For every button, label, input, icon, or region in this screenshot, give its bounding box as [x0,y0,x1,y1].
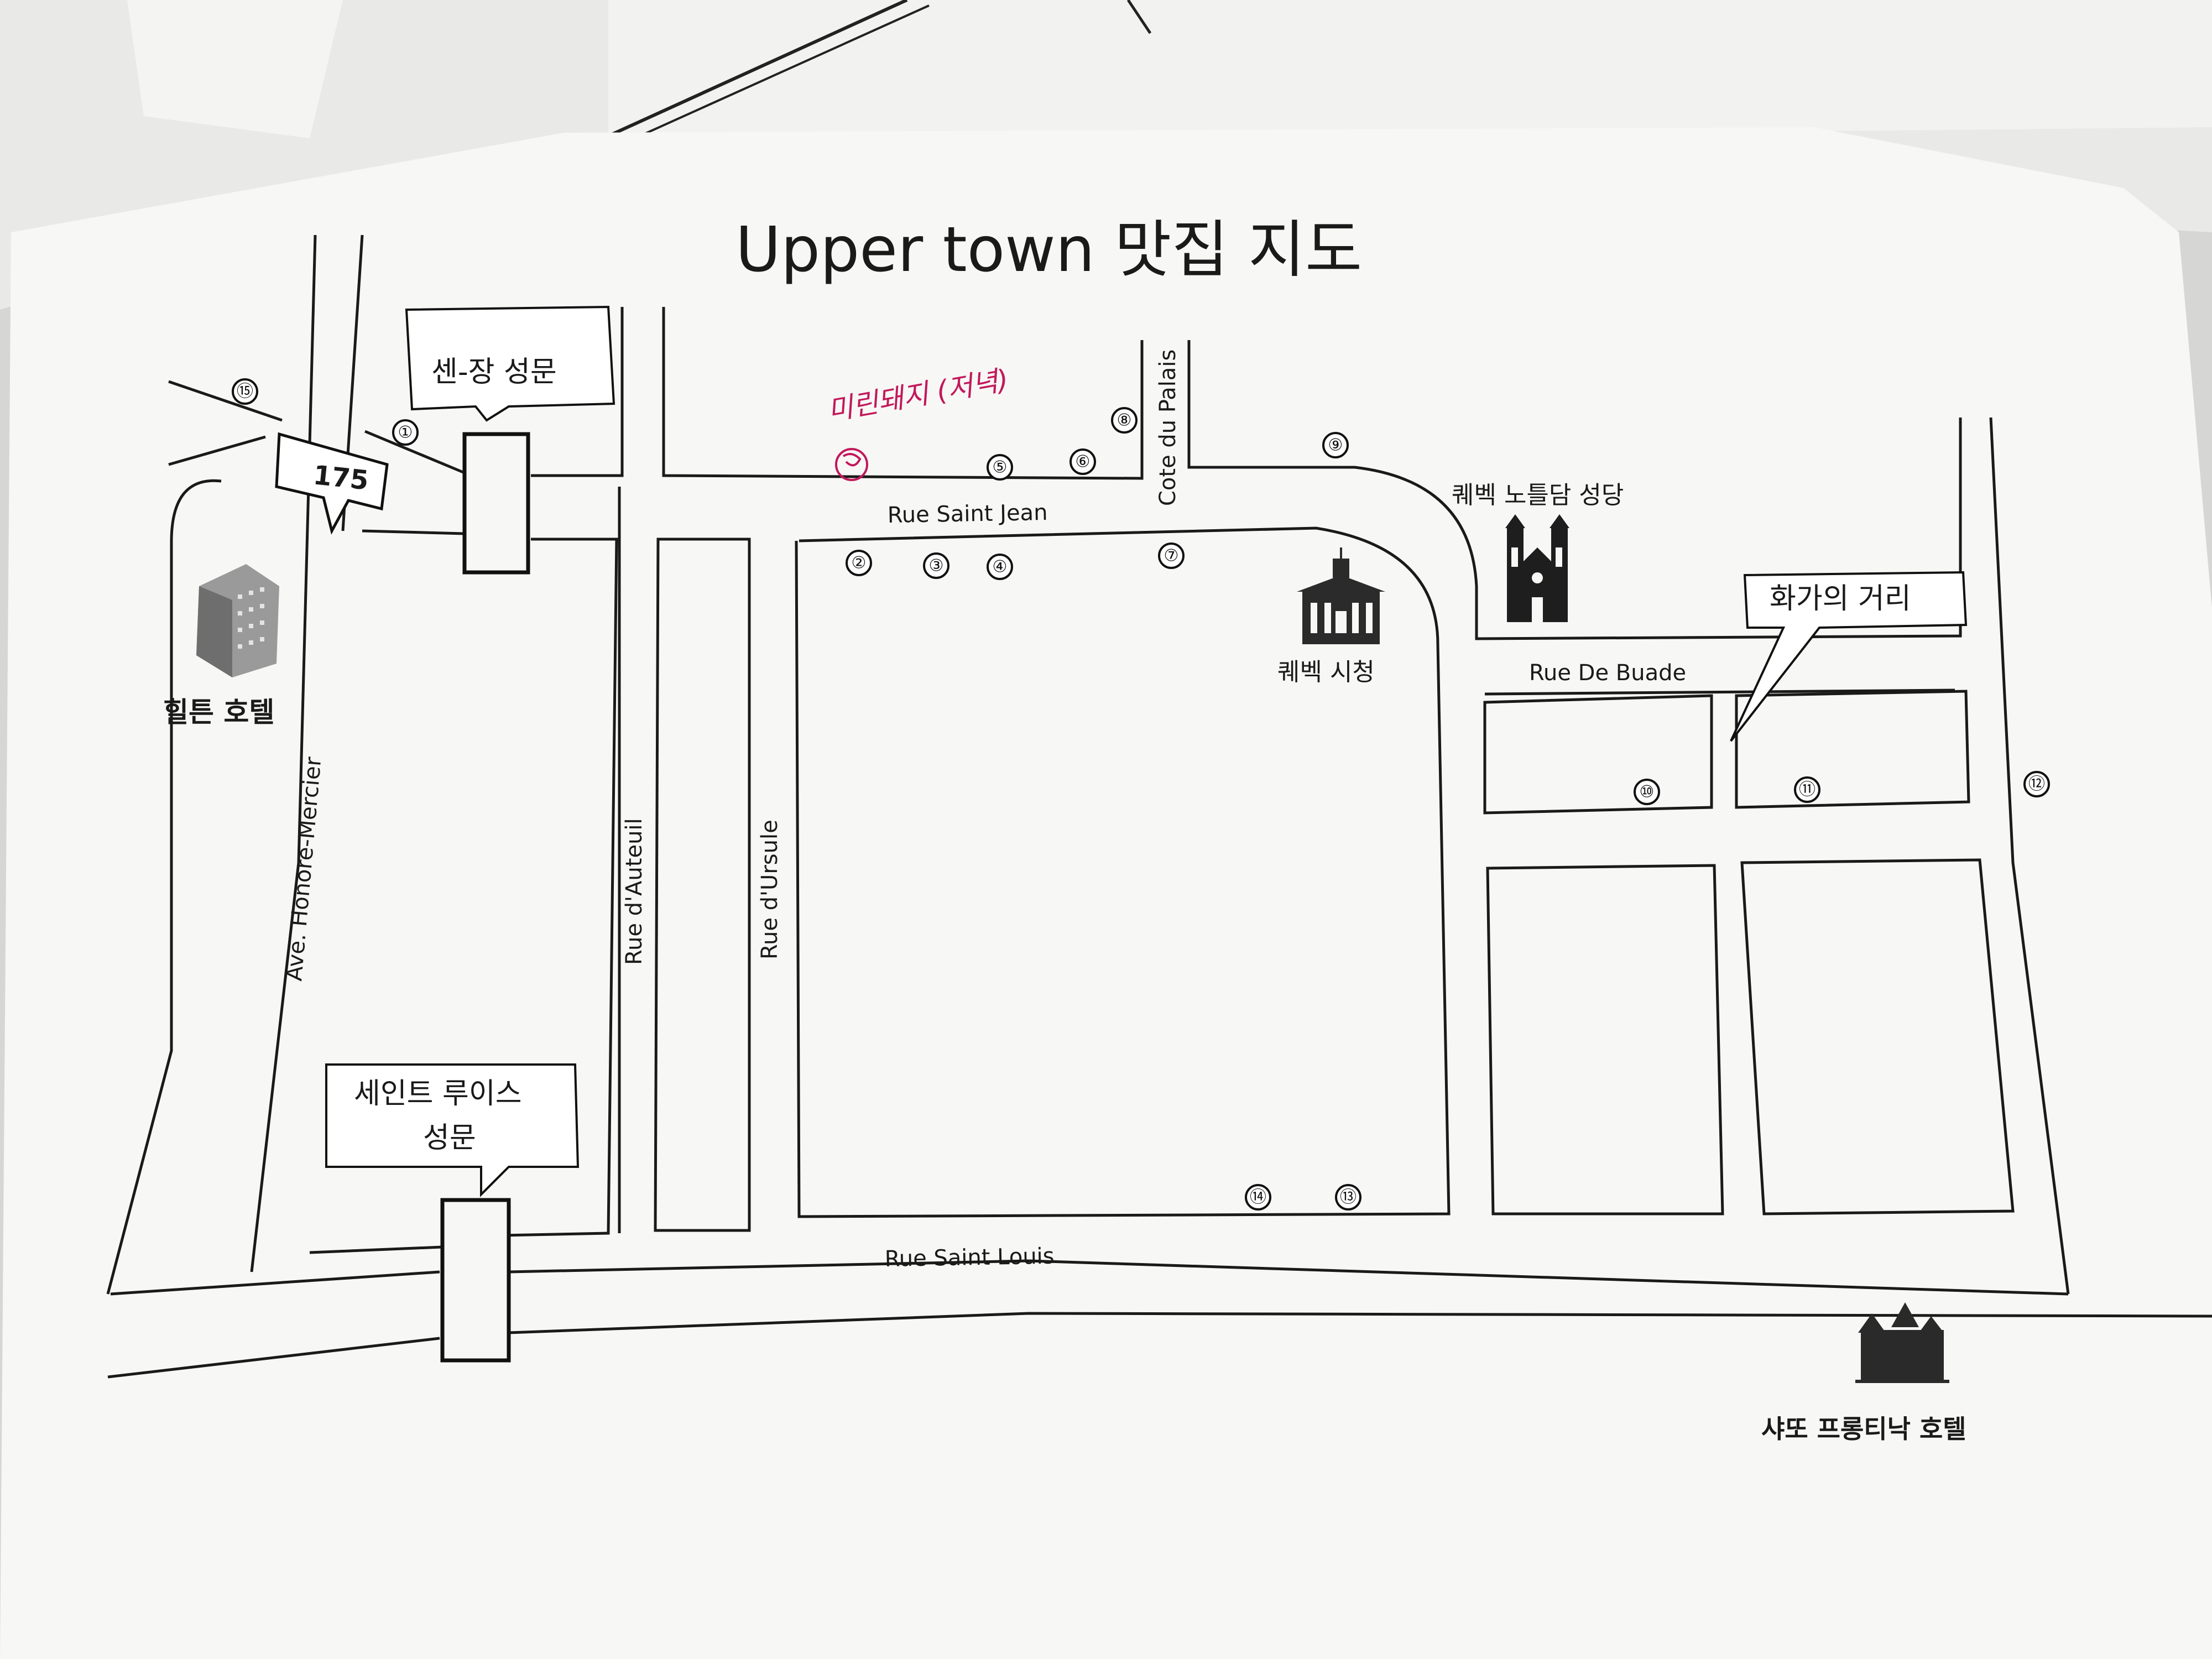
artists-street-label: 화가의 거리 [1770,582,1911,615]
city-hall-icon [1297,547,1385,644]
street-lines [106,234,2212,1379]
marker-10: ⑩ [1634,779,1660,805]
label-rue-de-buade: Rue De Buade [1529,660,1686,686]
marker-12: ⑫ [2023,771,2050,797]
chateau-frontenac-label: 샤또 프롱티낙 호텔 [1761,1414,1966,1444]
svg-text:⑬: ⑬ [1340,1188,1357,1207]
route-175-number: 175 [312,460,371,496]
marker-14: ⑭ [1245,1184,1271,1211]
label-rue-d-ursule: Rue d'Ursule [757,820,782,959]
label-rue-saint-jean: Rue Saint Jean [887,500,1047,528]
marker-8: ⑧ [1111,407,1138,434]
marker-4: ④ [987,554,1013,580]
svg-text:①: ① [398,423,413,442]
marker-7: ⑦ [1158,542,1185,569]
label-cote-du-palais: Cote du Palais [1155,349,1181,506]
svg-text:⑩: ⑩ [1640,782,1655,802]
marker-15: ⑮ [232,378,258,405]
svg-text:⑨: ⑨ [1328,436,1343,455]
notre-dame-label: 퀘벡 노틀담 성당 [1452,481,1624,509]
svg-text:⑤: ⑤ [993,458,1008,477]
artists-street-callout: 화가의 거리 [1730,571,1968,742]
saint-louis-gate-label-line1: 세인트 루이스 [354,1077,522,1110]
saint-louis-gate-label-line2: 성문 [423,1121,476,1155]
map-title: Upper town 맛집 지도 [735,214,1362,286]
saint-louis-gate [440,1198,511,1363]
marker-1: ① [392,419,419,446]
svg-text:⑪: ⑪ [1799,780,1815,800]
route-175-sign: 175 [275,432,389,535]
svg-text:⑮: ⑮ [237,382,253,401]
city-hall-label: 퀘벡 시청 [1277,658,1375,686]
marker-13: ⑬ [1335,1184,1361,1211]
marker-9: ⑨ [1322,432,1349,458]
saint-jean-gate-callout: 센-장 성문 [405,305,615,422]
marker-3: ③ [923,552,950,579]
label-rue-d-auteuil: Rue d'Auteuil [622,818,647,965]
notre-dame-icon [1505,514,1569,622]
saint-louis-gate-callout: 세인트 루이스 성문 [325,1063,580,1197]
marker-2: ② [846,550,872,576]
hilton-hotel-icon [196,564,279,677]
svg-text:⑭: ⑭ [1250,1188,1266,1207]
svg-text:⑦: ⑦ [1164,546,1179,566]
marker-11: ⑪ [1794,776,1820,803]
saint-jean-gate [462,432,530,575]
marker-6: ⑥ [1070,448,1096,475]
svg-text:⑫: ⑫ [2028,775,2045,794]
chateau-frontenac-icon [1855,1302,1949,1383]
svg-text:④: ④ [993,557,1008,577]
svg-text:⑧: ⑧ [1117,411,1132,430]
svg-text:⑥: ⑥ [1076,452,1091,472]
saint-jean-gate-label: 센-장 성문 [431,356,557,389]
map-paper [0,127,2212,1659]
svg-text:②: ② [852,554,867,573]
hilton-hotel-label: 힐튼 호텔 [163,696,274,728]
marker-5: ⑤ [987,454,1013,481]
label-rue-saint-louis: Rue Saint Louis [884,1244,1055,1272]
svg-text:③: ③ [929,556,944,576]
